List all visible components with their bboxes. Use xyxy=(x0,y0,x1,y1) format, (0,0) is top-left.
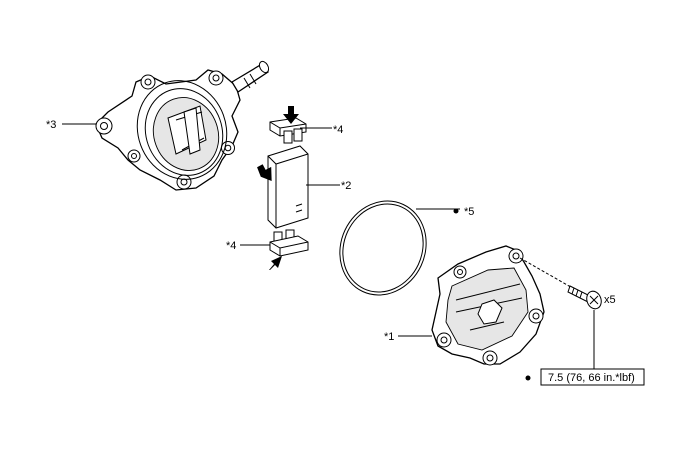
callout-part5: *5 xyxy=(464,206,474,218)
black-arrow-icon xyxy=(257,164,272,181)
pump-cover xyxy=(431,245,545,366)
pump-housing xyxy=(95,60,270,191)
bolt-quantity: x5 xyxy=(604,294,616,306)
vane-plate xyxy=(267,145,309,229)
torque-spec-box xyxy=(540,368,645,386)
bullet-dot-icon xyxy=(453,208,459,214)
black-arrow-icon xyxy=(283,106,299,124)
callout-part2: *2 xyxy=(341,180,351,192)
black-arrow-icon xyxy=(269,256,282,270)
leader-lines xyxy=(62,123,595,369)
bullet-dot-icon xyxy=(525,375,531,381)
vane-guide-top xyxy=(269,117,307,144)
o-ring xyxy=(339,200,427,296)
callout-part3: *3 xyxy=(46,119,56,131)
vane-guide-bottom xyxy=(269,229,309,257)
torque-value: 7.5 (76, 66 in.*lbf) xyxy=(548,372,635,384)
callout-part4-bottom: *4 xyxy=(226,240,236,252)
callout-part4-top: *4 xyxy=(333,124,343,136)
callout-part1: *1 xyxy=(384,331,394,343)
bolt xyxy=(519,257,602,310)
